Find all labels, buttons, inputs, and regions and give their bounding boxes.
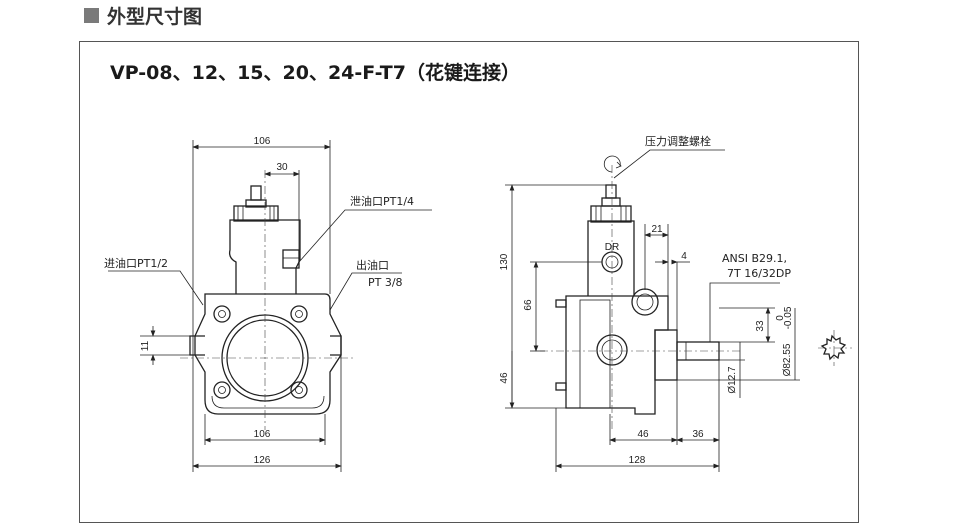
pilot-boss (654, 329, 678, 381)
dim-overall-128: 128 (629, 455, 646, 466)
label-drain-port: 泄油口PT1/4 (350, 194, 414, 208)
label-inlet-port: 进油口PT1/2 (104, 256, 168, 270)
pump-side-body (565, 295, 669, 415)
dim-height-low: 46 (499, 372, 510, 384)
side-valve-housing (587, 220, 635, 296)
label-adjust-screw: 压力调整螺栓 (645, 134, 711, 148)
dim-offset-4: 4 (681, 251, 687, 262)
side-view: DR 130 66 46 21 (499, 134, 852, 472)
bolt-holes (213, 305, 308, 399)
dim-top-width: 106 (254, 136, 271, 147)
dim-overall-width: 126 (254, 455, 271, 466)
spline-end-view-icon (818, 330, 852, 366)
dim-pilot-tol-upper: 0 (775, 315, 786, 321)
label-spline-line1: ANSI B29.1, (722, 252, 787, 265)
section-heading: 外型尺寸图 (84, 2, 202, 28)
dim-left-height: 11 (140, 340, 151, 351)
adjust-nut (233, 205, 279, 222)
dim-height-mid: 66 (523, 299, 534, 311)
drain-fitting (282, 249, 300, 269)
dim-pilot-dia: Ø82.55 (782, 343, 793, 376)
label-outlet-spec: PT 3/8 (368, 276, 403, 289)
section-title: 外型尺寸图 (107, 5, 203, 28)
dim-height-total: 130 (499, 253, 510, 270)
dim-offset-21: 21 (651, 224, 663, 235)
pump-flange-body (194, 293, 342, 415)
front-view: 106 30 106 126 11 泄油口PT1/4 进油口PT1/2 出油口 … (104, 136, 432, 472)
model-title: VP-08、12、15、20、24-F-T7（花键连接） (110, 62, 520, 84)
side-adjust-nut (590, 205, 632, 223)
adjust-screw (250, 185, 262, 201)
valve-housing (228, 219, 301, 294)
side-outlet-port (631, 288, 659, 316)
heading-square-icon (84, 7, 99, 23)
side-adjust-screw (605, 184, 617, 199)
label-spline-line2: 7T 16/32DP (727, 267, 791, 280)
dim-len-46: 46 (637, 429, 649, 440)
label-outlet-port: 出油口 (356, 258, 389, 272)
drawing-frame (79, 41, 859, 523)
dim-bottom-width: 106 (254, 429, 271, 440)
dim-len-36: 36 (692, 429, 704, 440)
dim-pilot-tol-lower: -0.05 (783, 306, 794, 329)
dim-key-33: 33 (755, 320, 766, 332)
dim-top-offset: 30 (276, 162, 288, 173)
